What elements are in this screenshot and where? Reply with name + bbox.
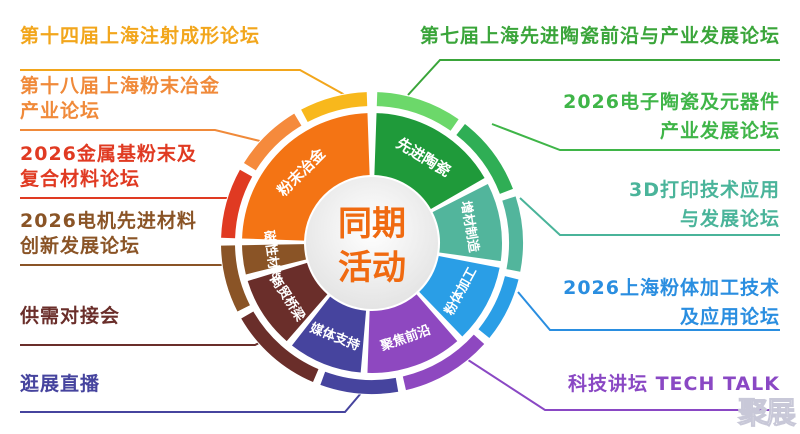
outer-ring-segment bbox=[456, 124, 513, 194]
label-line: 逛展直播 bbox=[20, 373, 101, 395]
label-line: 2026电机先进材料 bbox=[20, 210, 197, 232]
label-line: 及应用论坛 bbox=[679, 306, 780, 328]
left-activity-label: 供需对接会 bbox=[20, 304, 120, 329]
label-line: 创新发展论坛 bbox=[20, 235, 141, 257]
segment-3 bbox=[432, 183, 502, 262]
label-line: 产业发展论坛 bbox=[659, 120, 780, 142]
outer-ring-segment bbox=[478, 276, 519, 339]
segment-8 bbox=[242, 244, 307, 275]
watermark-logo: 聚展 bbox=[738, 396, 797, 432]
segment-2 bbox=[374, 113, 485, 209]
center-title-line1: 同期 bbox=[338, 204, 406, 244]
connector-line bbox=[461, 355, 780, 411]
connector-line bbox=[491, 123, 780, 151]
left-activity-label: 2026金属基粉末及复合材料论坛 bbox=[20, 142, 197, 192]
label-line: 产业论坛 bbox=[20, 100, 101, 122]
right-activity-label: 第七届上海先进陶瓷前沿与产业发展论坛 bbox=[420, 24, 780, 49]
label-line: 第十八届上海粉末冶金 bbox=[20, 75, 221, 97]
label-line: 供需对接会 bbox=[20, 305, 121, 327]
connector-line bbox=[20, 391, 363, 413]
label-line: 2026上海粉体加工技术 bbox=[563, 277, 780, 299]
connector-line bbox=[517, 291, 780, 331]
outer-ring-segment bbox=[241, 311, 319, 382]
right-activity-label: 2026上海粉体加工技术及应用论坛 bbox=[563, 274, 780, 332]
segment-6 bbox=[291, 296, 367, 373]
segment-label: 磁性材料 bbox=[261, 229, 284, 283]
right-activity-label: 3D打印技术应用与发展论坛 bbox=[629, 176, 780, 234]
label-line: 2026金属基粉末及 bbox=[20, 143, 197, 165]
connector-line bbox=[519, 197, 780, 236]
center-circle bbox=[306, 177, 438, 309]
connector-line bbox=[20, 129, 269, 144]
label-line: 第十四届上海注射成形论坛 bbox=[20, 25, 261, 47]
connector-line bbox=[20, 329, 286, 346]
connector-line bbox=[407, 59, 780, 96]
outer-ring-segment bbox=[502, 196, 524, 272]
right-activity-label: 2026电子陶瓷及元器件产业发展论坛 bbox=[563, 88, 780, 146]
outer-ring-segment bbox=[402, 334, 485, 391]
segment-5 bbox=[367, 294, 458, 373]
left-activity-label: 第十四届上海注射成形论坛 bbox=[20, 24, 260, 49]
outer-ring-segment bbox=[221, 245, 250, 312]
left-activity-label: 逛展直播 bbox=[20, 372, 100, 397]
center-title-line2: 活动 bbox=[338, 248, 406, 288]
connector-line bbox=[20, 69, 346, 96]
segment-7 bbox=[247, 262, 328, 342]
outer-ring-segment bbox=[320, 371, 399, 394]
label-line: 复合材料论坛 bbox=[20, 168, 141, 190]
outer-ring-segment bbox=[221, 169, 253, 239]
outer-ring-segment bbox=[301, 92, 368, 123]
label-line: 第七届上海先进陶瓷前沿与产业发展论坛 bbox=[419, 25, 780, 47]
segment-1 bbox=[242, 113, 370, 241]
outer-ring-segment bbox=[376, 92, 459, 131]
segment-4 bbox=[419, 255, 500, 337]
right-activity-label: 科技讲坛 TECH TALK bbox=[568, 372, 780, 397]
label-line: 与发展论坛 bbox=[679, 208, 780, 230]
label-line: 3D打印技术应用 bbox=[629, 179, 780, 201]
label-line: 2026电子陶瓷及元器件 bbox=[563, 91, 780, 113]
outer-ring-segment bbox=[243, 113, 302, 171]
left-activity-label: 2026电机先进材料创新发展论坛 bbox=[20, 209, 197, 259]
left-activity-label: 第十八届上海粉末冶金产业论坛 bbox=[20, 74, 220, 124]
label-line: 科技讲坛 TECH TALK bbox=[567, 373, 780, 395]
